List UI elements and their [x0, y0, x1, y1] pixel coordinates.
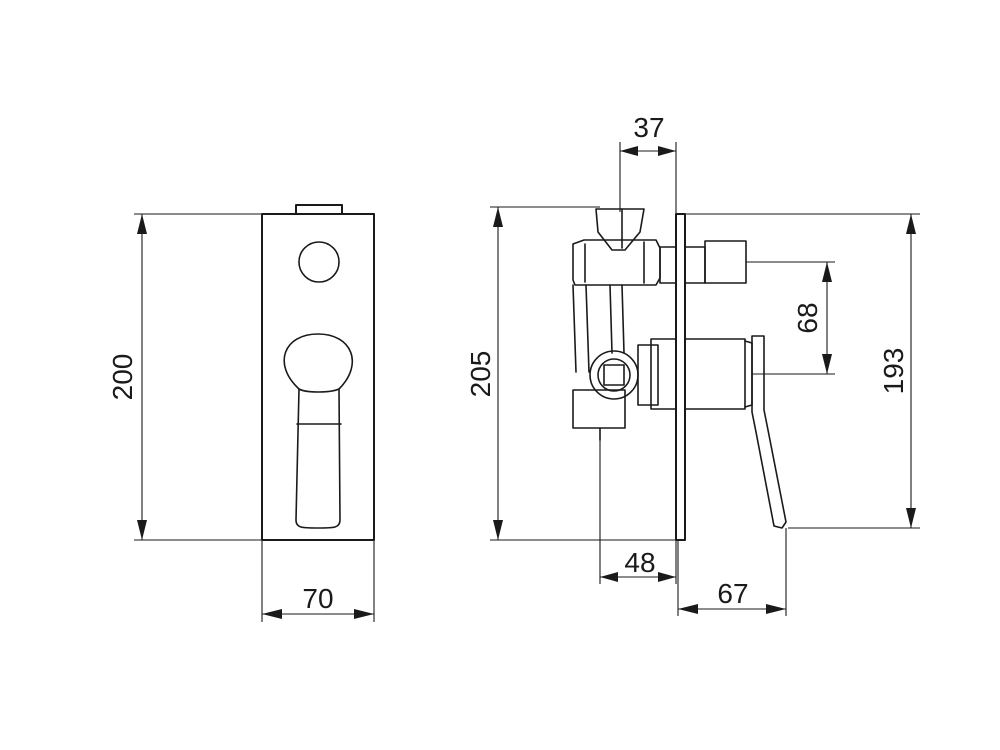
diverter-cap: [595, 208, 645, 251]
top-outlet-body: [704, 240, 747, 284]
side-plate: [675, 213, 686, 541]
side-handle-lever: [751, 335, 787, 529]
lower-port-square: [603, 364, 625, 386]
side-view: [572, 208, 787, 541]
body-block: [650, 338, 677, 410]
dimension-side-total-height: 205: [465, 206, 676, 541]
connecting-pipe: [572, 284, 625, 373]
dim-label-front-height: 200: [107, 354, 138, 401]
front-handle: [283, 333, 354, 529]
dimension-plate-height: 193: [685, 213, 920, 529]
front-plate: [261, 213, 375, 541]
dimension-handle-projection: 67: [677, 528, 787, 616]
dimension-front-width: 70: [261, 540, 375, 622]
diverter-body-detail: [584, 241, 645, 284]
dim-label-front-width: 70: [302, 583, 333, 614]
dimension-front-height: 200: [107, 213, 262, 541]
front-handle-detail: [296, 388, 342, 425]
dim-label-diverter-width: 37: [633, 112, 664, 143]
dim-label-outlet-spacing: 68: [792, 302, 823, 333]
dim-label-body-depth: 48: [624, 547, 655, 578]
dimension-diverter-width: 37: [619, 112, 677, 214]
diverter-coupling: [659, 246, 677, 284]
dimension-body-depth: 48: [599, 440, 677, 584]
handle-sleeve-chamfer: [744, 340, 753, 408]
front-view: [261, 204, 375, 541]
top-outlet-nut: [684, 246, 706, 284]
diverter-knob: [298, 241, 340, 283]
handle-sleeve: [684, 338, 746, 410]
diverter-body: [572, 239, 661, 286]
lower-port-inner: [597, 358, 631, 392]
lower-support: [572, 389, 626, 441]
dim-label-handle-projection: 67: [717, 578, 748, 609]
dimension-outlet-spacing: 68: [746, 261, 835, 375]
dim-label-side-total-height: 205: [465, 351, 496, 398]
body-block-front: [637, 344, 659, 406]
dim-label-plate-height: 193: [878, 348, 909, 395]
